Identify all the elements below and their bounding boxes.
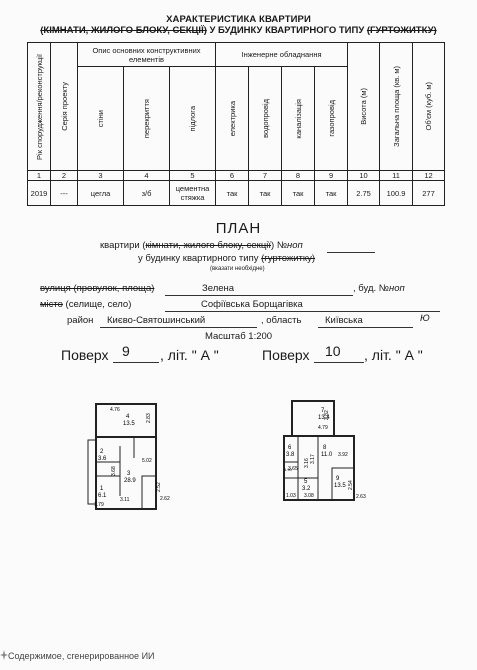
plan-title: ПЛАН [215,220,262,237]
header-construction-group: Опис основних конструктивних елементів [76,42,217,67]
dim-right-6: 4.90 [284,467,293,472]
header-volume: Об'єм (куб. м) [412,42,446,171]
room-right-6-area: 3.8 [286,452,295,458]
room-left-3-area: 28.9 [124,478,136,484]
dim-right-1: 2.82 [324,410,330,420]
value-height: 2.75 [347,180,381,206]
header-series: Серія проекту [50,42,78,171]
street-label: вулиця (провулок, площа) [40,283,155,294]
dim-right-10: 3.08 [304,493,314,499]
room-left-1-area: 6.1 [98,493,107,499]
city-value: Софіївська Борщагівка [201,299,303,310]
house-label: , буд. №ноп [353,283,405,294]
header-water: водопровід [248,66,283,171]
room-right-7-num: 7 [321,408,325,414]
dim-right-0: 4.79 [318,425,328,431]
dim-right-5: 3.65 [288,466,298,472]
dim-right-7: 2.54 [348,480,354,490]
header-electric: електрика [215,66,250,171]
room-left-2-num: 2 [100,449,104,455]
room-right-5-area: 3.2 [302,486,311,492]
value-year: 2019 [27,180,51,206]
floor-left-lit: , літ. " А " [160,347,219,363]
value-walls: цегла [77,180,124,206]
value-gas: так [314,180,349,206]
subtitle-strike: (КІМНАТИ, ЖИЛОГО БЛОКУ, СЕКЦІЇ) [40,25,207,36]
plan-note: (вказати необхідне) [210,266,265,272]
street-value: Зелена [202,283,235,294]
subtitle-strike-2: (ГУРТОЖИТКУ) [366,25,437,36]
value-series: --- [50,180,78,206]
subtitle-middle: У БУДИНКУ КВАРТИРНОГО ТИПУ [206,25,367,36]
room-right-6-num: 6 [288,445,292,451]
dim-left-2: 3.68 [111,466,117,476]
region-suffix: Ю [420,313,430,324]
dim-left-6: 1.79 [94,502,104,508]
dim-right-3: 3.17 [310,454,316,464]
region-label: , область [261,315,302,326]
plan-building-line: у будинку квартирного типу (гуртожитку) [138,253,316,264]
floor-plan-left: 4.76 2.83 4 13.5 2 3.6 3.68 5.02 3 28.9 … [87,403,170,510]
dim-left-0: 4.76 [110,407,120,413]
characteristic-subtitle: (КІМНАТИ, ЖИЛОГО БЛОКУ, СЕКЦІЇ) У БУДИНК… [0,25,477,36]
scale-label: Масштаб 1:200 [205,331,273,342]
floor-left-label: Поверх [61,347,109,363]
header-engineering-group: Інженерне обладнання [215,42,349,67]
district-label: район [67,315,94,326]
header-sewer: каналізація [281,66,316,171]
room-right-8-area: 11.0 [321,452,333,458]
room-left-1-num: 1 [100,486,104,492]
dim-right-8: 2.63 [356,494,366,500]
characteristic-title: ХАРАКТЕРИСТИКА КВАРТИРИ [166,14,311,25]
sparkle-icon [0,650,8,660]
header-floors: перекриття [123,66,170,171]
city-label: місто (селище, село) [40,299,132,310]
room-left-4-num: 4 [126,414,130,420]
floor-right-lit: , літ. " А " [364,347,423,363]
room-left-3-num: 3 [127,471,131,477]
value-water: так [248,180,283,206]
room-right-7-area: 13.4 [318,415,330,421]
dim-left-7: 3.11 [120,497,130,503]
plan-apartment-line: квартири (кімнати, жилого блоку, секції)… [100,240,303,251]
region-value: Київська [325,315,363,326]
room-left-4-area: 13.5 [123,421,135,427]
dim-left-3: 5.02 [142,458,152,464]
floor-right-label: Поверх [262,347,310,363]
dim-left-4: 2.52 [156,482,162,492]
value-sewer: так [281,180,316,206]
dim-right-4: 3.92 [338,452,348,458]
room-right-8-num: 8 [323,445,327,451]
floor-plan-right: 7 13.4 4.79 2.82 6 3.8 3.16 3.17 8 11.0 … [283,400,366,501]
dim-left-1: 2.83 [146,413,152,423]
value-volume: 277 [412,180,446,206]
floor-left-number: 9 [122,343,130,359]
header-walls: стіни [77,66,124,171]
dim-left-5: 2.62 [160,496,170,502]
header-floor-cover: підлога [168,66,217,171]
value-electric: так [215,180,250,206]
room-right-9-num: 9 [336,476,340,482]
value-area: 100.9 [379,180,414,206]
dim-right-9: 1.03 [286,493,296,499]
room-left-2-area: 3.6 [98,456,107,462]
value-floors: з/б [123,180,170,206]
header-year: Рік спорудження/реконструкції [27,42,51,171]
header-gas: газопровід [314,66,349,171]
room-right-5-num: 5 [304,479,308,485]
characteristics-table: Рік спорудження/реконструкції Серія прое… [27,42,446,206]
header-height: Висота (м) [347,42,381,171]
dim-right-2: 3.16 [304,458,310,468]
district-value: Києво-Святошинський [107,315,206,326]
header-area: Загальна площа (кв. м) [379,42,414,171]
floor-right-number: 10 [325,343,341,359]
ai-generated-footer: Содержимое, сгенерированное ИИ [8,651,155,661]
room-right-9-area: 13.5 [334,483,346,489]
